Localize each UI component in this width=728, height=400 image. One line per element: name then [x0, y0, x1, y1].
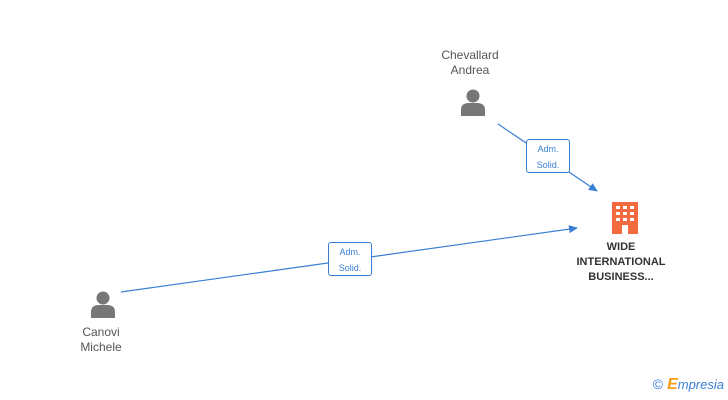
person-name-line1: Canovi: [82, 325, 120, 339]
edge-label-canovi: Adm. Solid.: [328, 242, 372, 276]
person-icon[interactable]: [459, 88, 487, 116]
company-name-line2: INTERNATIONAL: [576, 256, 666, 268]
edge-label-line2: Solid.: [536, 160, 560, 170]
person-name-canovi[interactable]: Canovi Michele: [41, 325, 161, 355]
edge-label-line1: Adm.: [537, 144, 559, 154]
company-name[interactable]: WIDE INTERNATIONAL BUSINESS...: [561, 240, 681, 285]
building-icon[interactable]: [609, 200, 641, 236]
person-name-line1: Chevallard: [441, 48, 499, 62]
brand-name: mpresia: [677, 377, 724, 392]
edge-label-chevallard: Adm. Solid.: [526, 139, 570, 173]
edge-label-line2: Solid.: [338, 263, 362, 273]
copyright-symbol: ©: [652, 376, 664, 392]
empresia-logo: ©Empresia: [653, 376, 724, 394]
edge-label-line1: Adm.: [339, 247, 361, 257]
company-name-line3: BUSINESS...: [588, 271, 654, 283]
brand-initial: E: [667, 376, 678, 393]
person-name-chevallard[interactable]: Chevallard Andrea: [410, 48, 530, 78]
person-name-line2: Michele: [80, 340, 122, 354]
person-name-line2: Andrea: [450, 63, 490, 77]
person-icon[interactable]: [89, 290, 117, 318]
company-name-line1: WIDE: [606, 241, 636, 253]
